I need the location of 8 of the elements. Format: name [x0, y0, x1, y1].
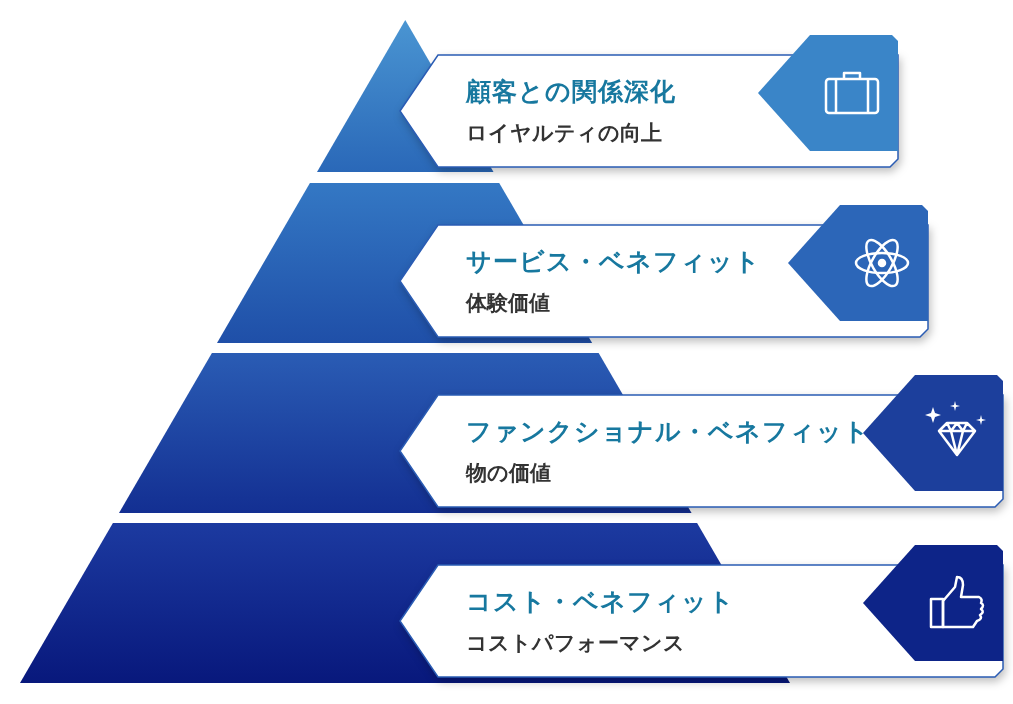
subtitle-text: ロイヤルティの向上 [466, 120, 662, 147]
subtitle-text: 物の価値 [466, 460, 551, 487]
subtitle-text: 体験価値 [466, 290, 550, 317]
subtitle-text: コストパフォーマンス [466, 630, 685, 657]
heading-text: 顧客との関係深化 [466, 76, 676, 108]
heading-text: サービス・ベネフィット [466, 246, 761, 278]
heading-text: コスト・ベネフィット [466, 586, 735, 618]
heading-text: ファンクショナル・ベネフィット [466, 416, 870, 448]
